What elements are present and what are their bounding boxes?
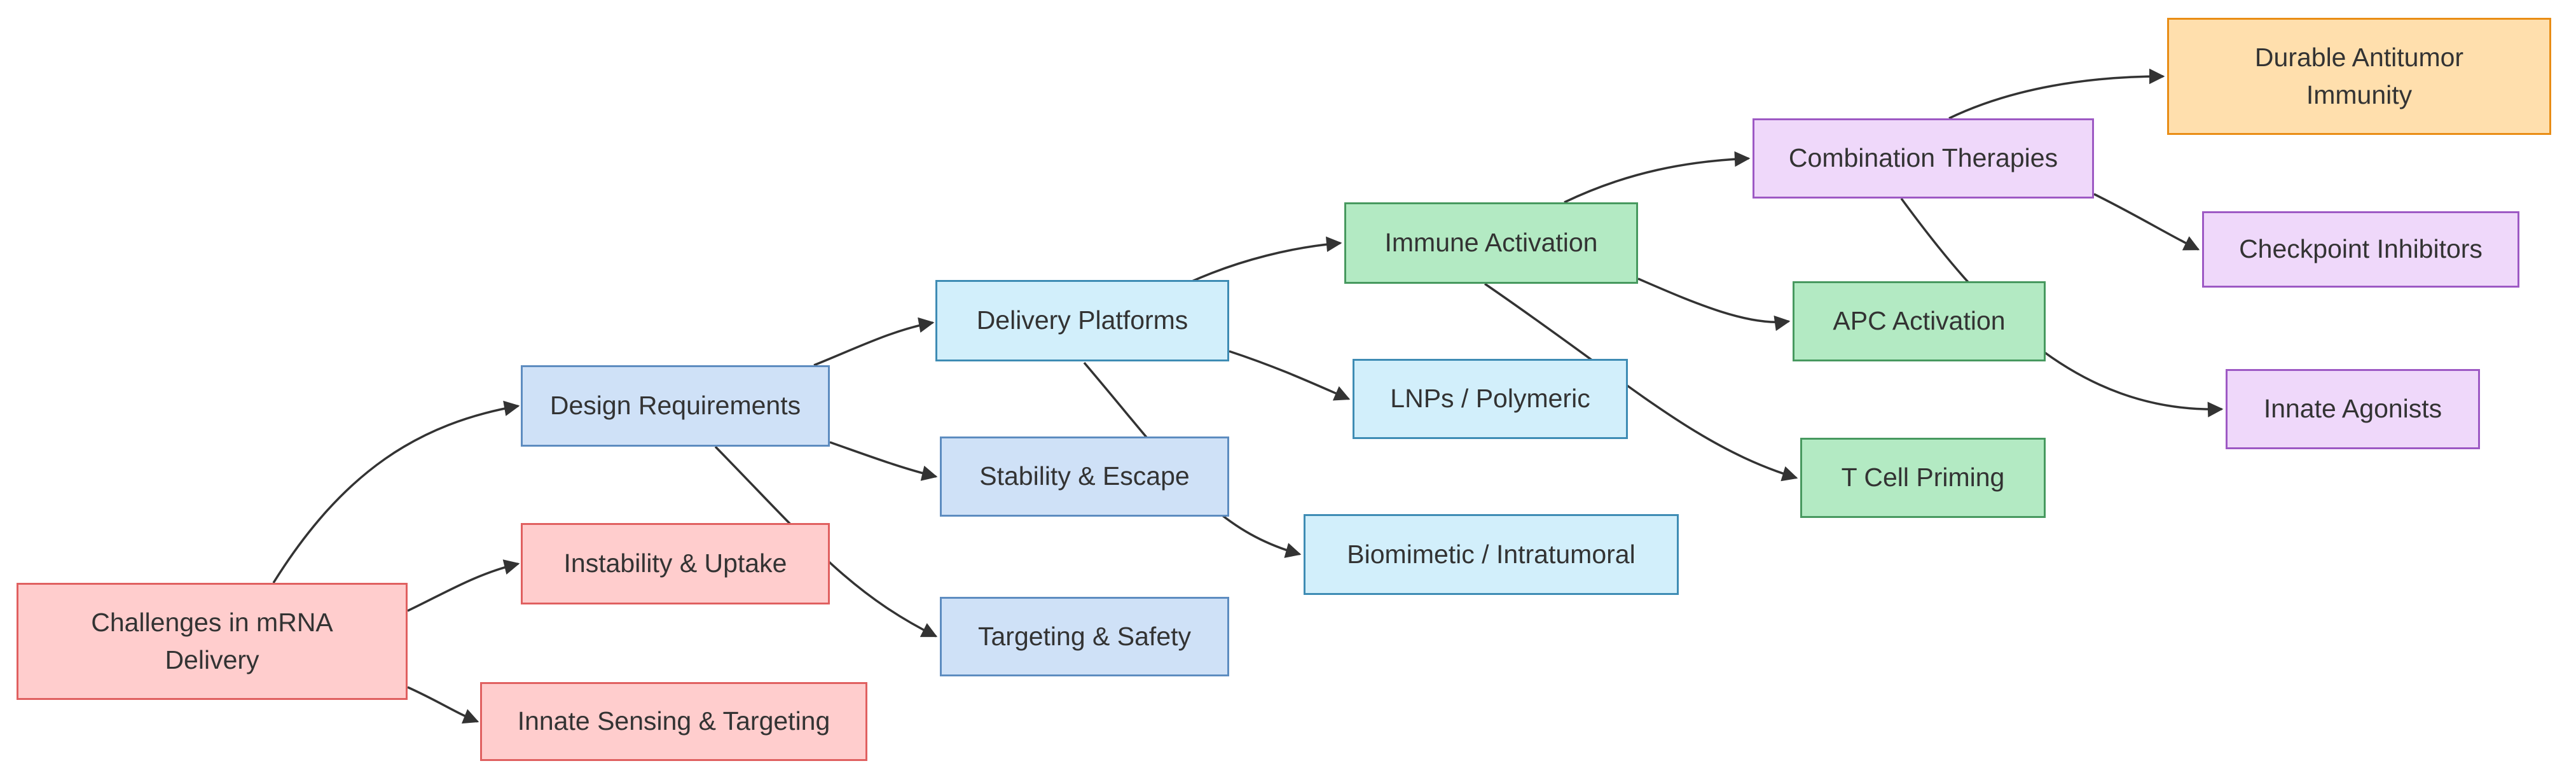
node-label: Biomimetic / Intratumoral <box>1347 539 1636 569</box>
node-label: Durable Antitumor Immunity <box>2254 42 2464 109</box>
node-label: Delivery Platforms <box>976 305 1188 335</box>
edge-platforms-to-immune <box>1188 236 1342 284</box>
node-challenges: Challenges in mRNA Delivery <box>17 583 408 700</box>
node-label: T Cell Priming <box>1841 463 2005 492</box>
node-label: Targeting & Safety <box>977 621 1192 651</box>
edge-immune-to-apc <box>1637 277 1791 332</box>
edge-challenges-to-design <box>272 400 520 583</box>
edge-combination-to-durable <box>1948 68 2165 120</box>
edge-challenges-to-instability <box>407 559 520 612</box>
node-apc: APC Activation <box>1793 281 2046 361</box>
node-combination: Combination Therapies <box>1753 118 2094 199</box>
node-label: Design Requirements <box>549 391 801 421</box>
edge-immune-to-combination <box>1564 151 1751 204</box>
edge-platforms-to-lnps <box>1229 350 1351 401</box>
node-label: Immune Activation <box>1384 228 1598 258</box>
edge-design-to-stability <box>829 441 938 481</box>
edge-challenges-to-innate-sensing <box>407 686 479 724</box>
node-label: Innate Agonists <box>2263 394 2442 424</box>
node-immune: Immune Activation <box>1344 202 1638 284</box>
node-innate-sensing: Innate Sensing & Targeting <box>480 682 867 761</box>
edge-immune-to-tcell <box>1484 283 1798 482</box>
node-instability: Instability & Uptake <box>521 523 830 604</box>
node-design: Design Requirements <box>521 365 830 447</box>
node-label: Checkpoint Inhibitors <box>2239 234 2483 264</box>
node-tcell: T Cell Priming <box>1800 438 2046 518</box>
node-label: Instability & Uptake <box>563 548 787 578</box>
node-label: LNPs / Polymeric <box>1390 384 1590 414</box>
node-checkpoint: Checkpoint Inhibitors <box>2202 211 2519 288</box>
node-lnps: LNPs / Polymeric <box>1353 359 1628 439</box>
node-biomimetic: Biomimetic / Intratumoral <box>1304 514 1679 595</box>
edge-combination-to-checkpoint <box>2093 193 2200 251</box>
node-stability: Stability & Escape <box>940 436 1229 517</box>
node-label: APC Activation <box>1833 306 2006 336</box>
node-label: Innate Sensing & Targeting <box>517 706 830 736</box>
edge-design-to-platforms <box>813 317 935 367</box>
node-label: Challenges in mRNA Delivery <box>91 607 333 674</box>
node-platforms: Delivery Platforms <box>935 280 1229 361</box>
node-durable: Durable Antitumor Immunity <box>2167 18 2551 135</box>
node-label: Combination Therapies <box>1788 143 2058 173</box>
node-agonists: Innate Agonists <box>2226 369 2480 449</box>
node-targeting: Targeting & Safety <box>940 597 1229 676</box>
node-label: Stability & Escape <box>979 461 1190 491</box>
